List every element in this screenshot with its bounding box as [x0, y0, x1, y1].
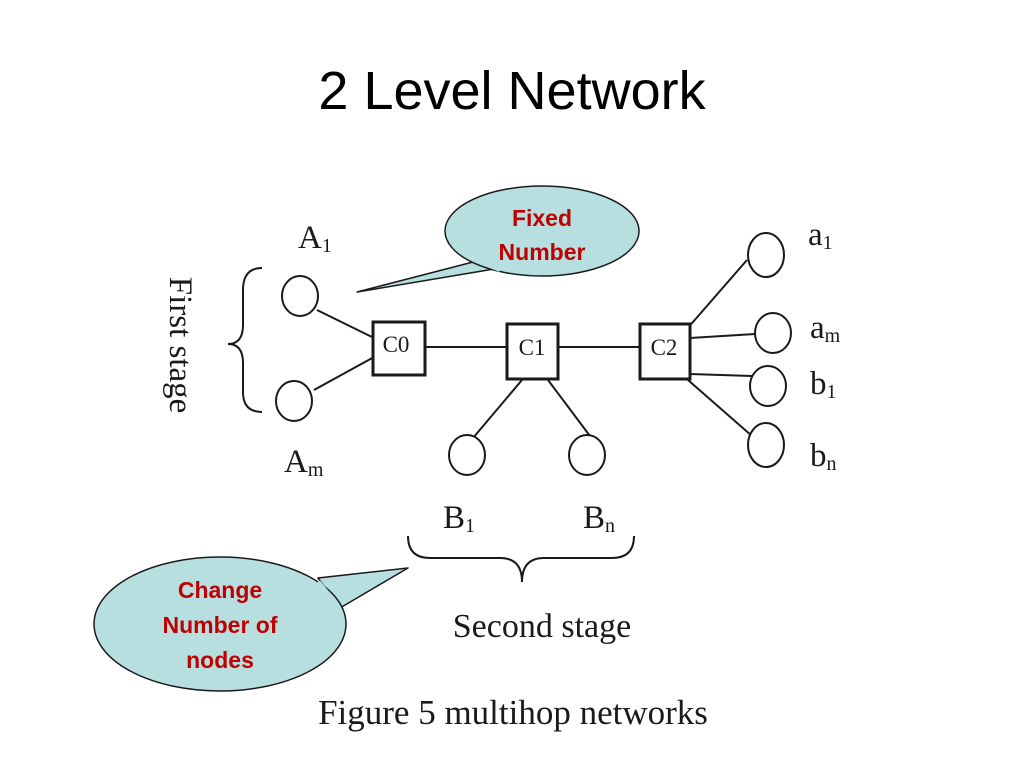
slide-title: 2 Level Network	[318, 61, 706, 121]
label-Am: Am	[284, 444, 324, 481]
node-am	[754, 312, 792, 354]
node-A1	[281, 275, 319, 317]
callout-change-line2: Number of	[163, 612, 278, 638]
edge-C2-bn	[687, 379, 753, 437]
edges	[313, 259, 756, 441]
label-a1: a1	[808, 217, 833, 254]
second-stage-label: Second stage	[453, 608, 631, 645]
node-Am	[275, 380, 313, 422]
node-B1	[448, 434, 486, 476]
label-bn: bn	[810, 438, 837, 475]
callout-fixed-number: Fixed Number	[356, 185, 640, 293]
controller-c2: C2	[638, 322, 692, 381]
second-stage-brace	[407, 535, 635, 583]
edge-C1-B1	[472, 379, 523, 439]
edge-C2-a1	[685, 259, 748, 331]
label-Bn: Bn	[583, 500, 615, 537]
callout-change-line3: nodes	[186, 647, 254, 673]
node-b1	[749, 365, 787, 407]
callout-change-number: Change Number of nodes	[93, 556, 409, 692]
edge-Am-C0	[313, 356, 375, 391]
node-Bn	[568, 434, 606, 476]
controller-c0-label: C0	[383, 332, 410, 357]
edge-A1-C0	[316, 309, 375, 339]
first-stage-brace	[227, 267, 263, 413]
callout-change-line1: Change	[178, 577, 262, 603]
edge-C1-Bn	[547, 379, 594, 441]
nodes	[275, 232, 792, 476]
label-am: am	[810, 310, 841, 347]
node-bn	[747, 422, 785, 468]
controller-c1: C1	[505, 322, 560, 381]
figure-caption: Figure 5 multihop networks	[318, 693, 708, 732]
first-stage-label: First stage	[162, 277, 198, 414]
edge-C2-am	[689, 333, 756, 339]
controller-c1-label: C1	[519, 335, 546, 360]
controller-c0: C0	[371, 320, 427, 377]
callout-fixed-line2: Number	[499, 239, 586, 265]
edge-C2-b1	[689, 373, 753, 377]
label-A1: A1	[298, 220, 332, 257]
label-B1: B1	[443, 500, 475, 537]
node-a1	[747, 232, 785, 278]
callout-fixed-line1: Fixed	[512, 205, 572, 231]
label-b1: b1	[810, 366, 837, 403]
controller-c2-label: C2	[651, 335, 678, 360]
